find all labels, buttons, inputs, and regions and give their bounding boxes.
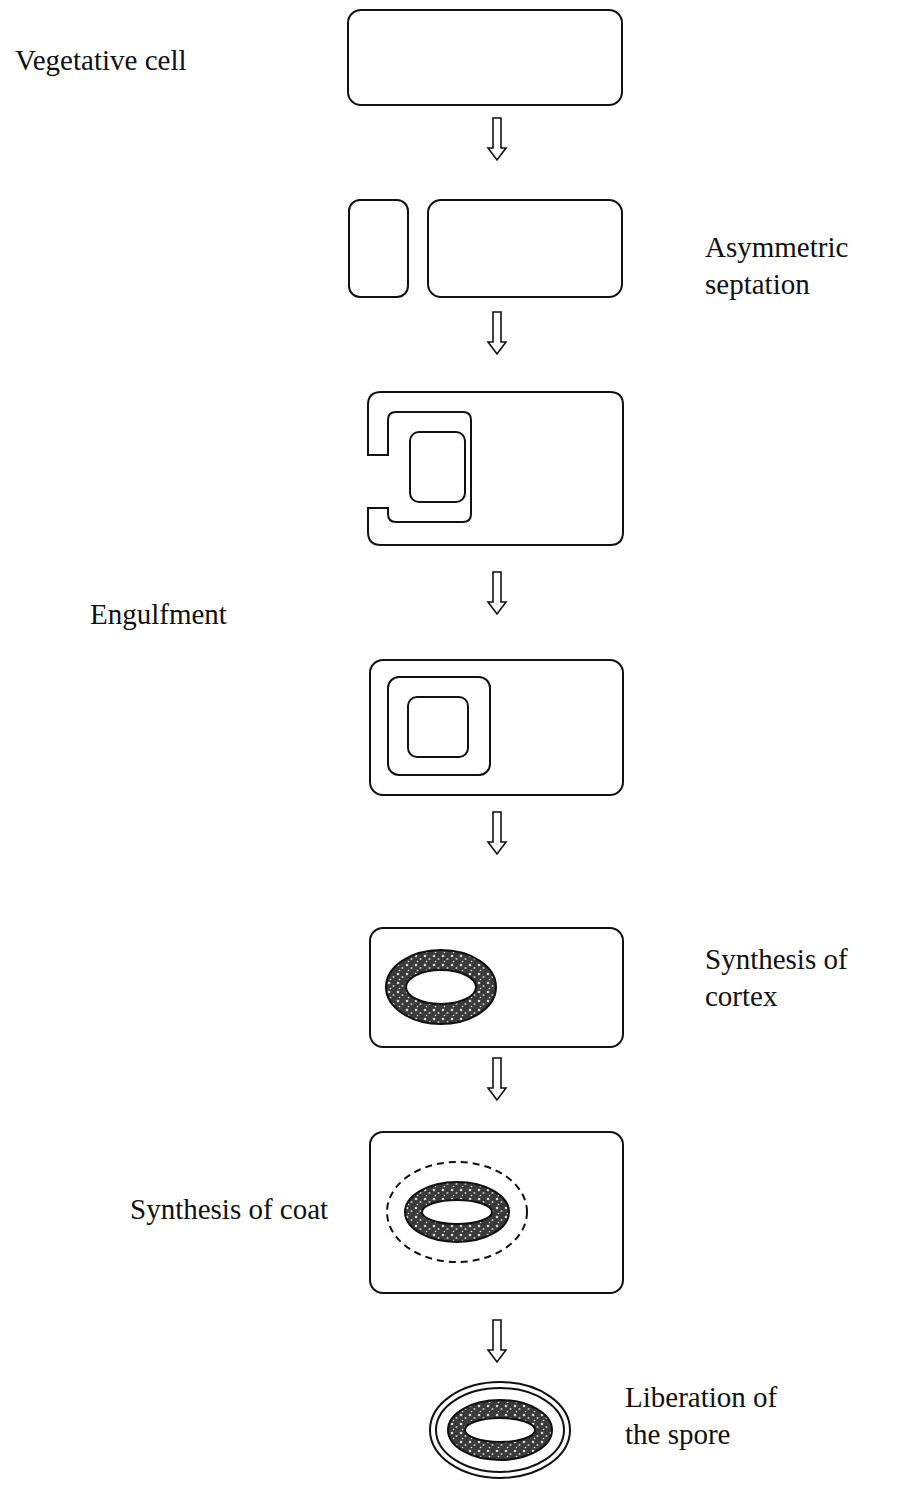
stage-label: Engulfment [90,596,330,633]
step-arrow [488,812,506,854]
step-arrow [488,118,506,160]
forespore-inner-membrane [408,697,468,757]
engulfing-mother-cell [368,392,623,545]
stage-label: Asymmetric septation [705,229,880,303]
stage-label: Synthesis of coat [130,1191,330,1228]
mother-cell [370,660,623,795]
mother-cell [370,1132,623,1293]
spore-cortex [405,1182,509,1242]
stage-label: Vegetative cell [15,42,275,79]
spore-coat-inner [436,1388,564,1472]
step-arrow [488,1320,506,1362]
forespore [349,200,408,297]
spore-cortex [386,950,496,1024]
step-arrow [488,312,506,354]
step-arrow [488,1058,506,1100]
spore-coat [387,1162,527,1262]
mother-cell [370,928,623,1047]
step-arrow [488,572,506,614]
forespore [410,432,465,502]
stage-label: Liberation of the spore [625,1379,805,1453]
stage-label: Synthesis of cortex [705,941,880,1015]
mother-cell [428,200,622,297]
vegetative-cell [348,10,622,105]
spore-coat [430,1382,570,1478]
forespore-outer-membrane [388,677,490,775]
spore-cortex [448,1400,552,1460]
